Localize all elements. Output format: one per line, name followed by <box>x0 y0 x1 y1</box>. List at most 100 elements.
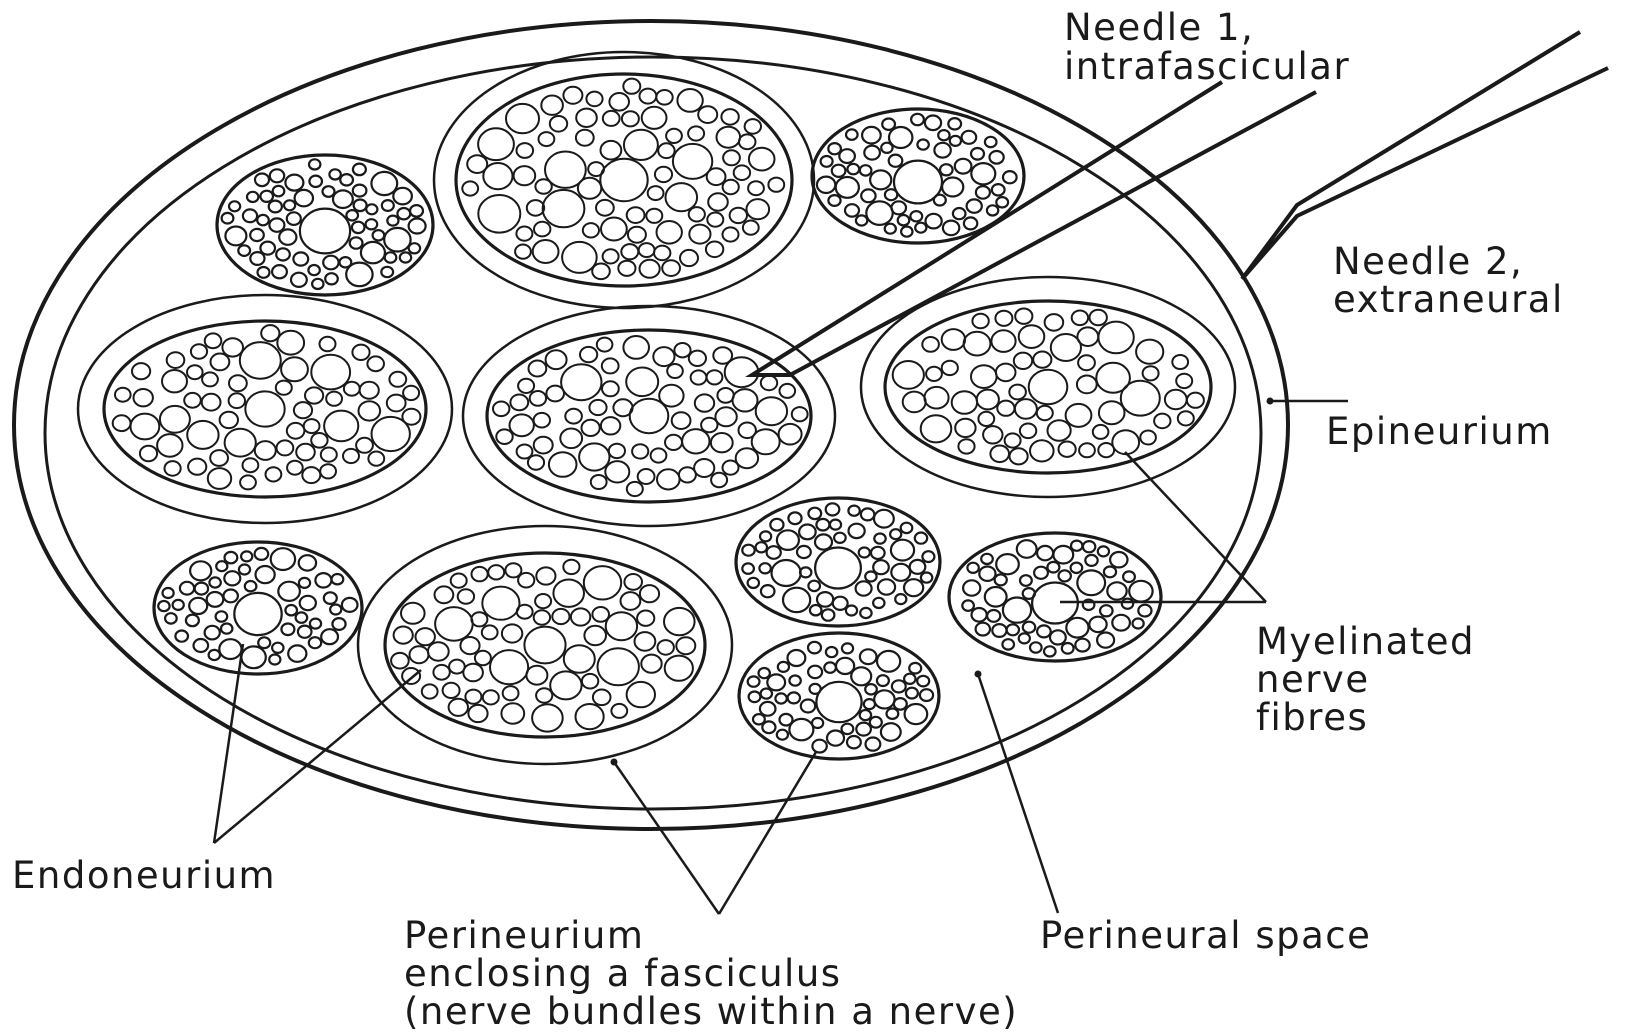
myelinated-fibre <box>1020 575 1032 586</box>
myelinated-fibre <box>416 628 435 645</box>
myelinated-fibre <box>996 197 1008 207</box>
myelinated-fibre <box>934 195 946 206</box>
myelinated-fibre <box>721 109 738 125</box>
endoneurium-label: Endoneurium <box>12 854 276 897</box>
myelinated-fibre <box>950 136 961 146</box>
myelinated-fibre <box>310 619 321 629</box>
myelinated-fibre <box>613 399 632 416</box>
myelinated-label-line-2: nerve <box>1256 658 1370 701</box>
myelinated-fibre <box>1015 309 1032 324</box>
myelinated-fibre <box>241 646 265 668</box>
myelinated-fibre <box>391 653 409 669</box>
myelinated-fibre <box>1079 443 1095 457</box>
myelinated-fibre <box>1187 393 1204 408</box>
myelinated-fibre <box>632 444 648 458</box>
myelinated-fibre <box>589 400 606 415</box>
myelinated-fibre <box>1072 311 1088 326</box>
myelinated-fibre <box>842 724 854 734</box>
myelinated-fibre <box>187 421 218 449</box>
myelinated-fibre <box>443 683 460 698</box>
myelinated-fibre <box>422 684 438 698</box>
myelinated-fibre <box>953 208 966 219</box>
myelinated-fibre <box>761 585 775 597</box>
myelinated-fibre <box>157 434 182 457</box>
myelinated-fibre <box>167 352 185 368</box>
myelinated-fibre <box>346 210 358 220</box>
myelinated-fibre <box>866 738 881 751</box>
myelinated-fibre <box>304 419 320 433</box>
myelinated-fibre <box>527 200 544 216</box>
myelinated-fibre <box>964 217 977 229</box>
myelinated-fibre <box>760 531 771 541</box>
myelinated-fibre <box>1051 334 1081 361</box>
myelinated-fibre <box>873 598 884 608</box>
myelinated-fibre <box>677 89 702 112</box>
myelinated-fibre <box>810 684 821 694</box>
myelinated-fibre <box>827 731 844 746</box>
myelinated-fibre <box>865 684 877 694</box>
myelinated-fibre <box>717 127 741 148</box>
myelinated-fibre <box>272 643 283 653</box>
myelinated-fibre <box>979 567 995 581</box>
myelinated-fibre <box>653 347 674 366</box>
myelinated-fibre <box>353 164 366 176</box>
myelinated-fibre <box>901 523 913 533</box>
myelinated-fibre <box>903 392 926 413</box>
myelinated-fibre <box>229 201 240 211</box>
myelinated-fibre <box>343 449 359 463</box>
myelinated-fibre <box>387 216 398 226</box>
myelinated-fibre <box>864 146 880 160</box>
myelinated-fibre <box>967 563 978 573</box>
myelinated-fibre <box>1010 448 1028 464</box>
myelinated-fibre <box>618 261 635 276</box>
myelinated-fibre <box>224 590 238 603</box>
myelinated-fibre <box>648 186 664 200</box>
myelinated-fibre <box>812 740 826 753</box>
myelinated-fibre <box>971 365 997 388</box>
myelinated-fibre <box>1044 646 1056 656</box>
myelinated-fibre <box>534 222 550 237</box>
myelinated-fibre <box>821 156 833 167</box>
myelinated-fibre <box>640 260 660 278</box>
myelinated-fibre <box>1122 599 1133 609</box>
myelinated-fibre <box>449 699 468 716</box>
myelinated-fibre <box>299 555 316 570</box>
myelinated-fibre <box>516 227 532 241</box>
myelinated-fibre <box>1048 420 1071 441</box>
perineurium-leader-1 <box>614 762 719 914</box>
myelinated-fibre <box>767 674 785 690</box>
myelinated-fibre <box>860 710 871 720</box>
myelinated-fibre <box>910 560 926 574</box>
myelinated-fibre <box>606 612 637 640</box>
myelinated-fibre <box>329 169 340 179</box>
myelinated-fibre <box>753 714 765 724</box>
myelinated-fibre <box>1107 582 1126 599</box>
myelinated-fibre <box>592 264 610 280</box>
myelinated-fibre <box>1030 642 1042 652</box>
myelinated-label-line-3: fibres <box>1256 696 1368 739</box>
myelinated-fibre <box>409 219 426 234</box>
myelinated-fibre <box>665 656 693 681</box>
myelinated-fibre <box>465 690 481 704</box>
myelinated-fibre <box>812 718 823 728</box>
myelinated-fibre <box>871 547 885 559</box>
myelinated-fibre <box>482 625 498 639</box>
myelinated-fibre <box>651 448 667 462</box>
myelinated-fibre <box>925 116 941 131</box>
myelinated-fibre <box>1023 622 1035 633</box>
myelinated-fibre <box>1078 355 1095 370</box>
myelinated-fibre <box>921 573 932 583</box>
fascicle <box>861 277 1235 497</box>
myelinated-fibre <box>1165 390 1187 409</box>
myelinated-fibre <box>891 540 914 561</box>
endoneurium-leader-1 <box>214 644 243 843</box>
myelinated-fibre <box>756 397 787 425</box>
myelinated-fibre <box>451 574 467 588</box>
myelinated-fibre <box>354 200 367 212</box>
myelinated-fibre <box>739 134 756 149</box>
myelinated-fibre <box>216 561 227 571</box>
myelinated-fibre <box>901 227 912 237</box>
perineurium-outer-ring <box>463 306 835 526</box>
myelinated-fibre <box>285 605 297 615</box>
myelinated-fibre <box>565 409 582 424</box>
